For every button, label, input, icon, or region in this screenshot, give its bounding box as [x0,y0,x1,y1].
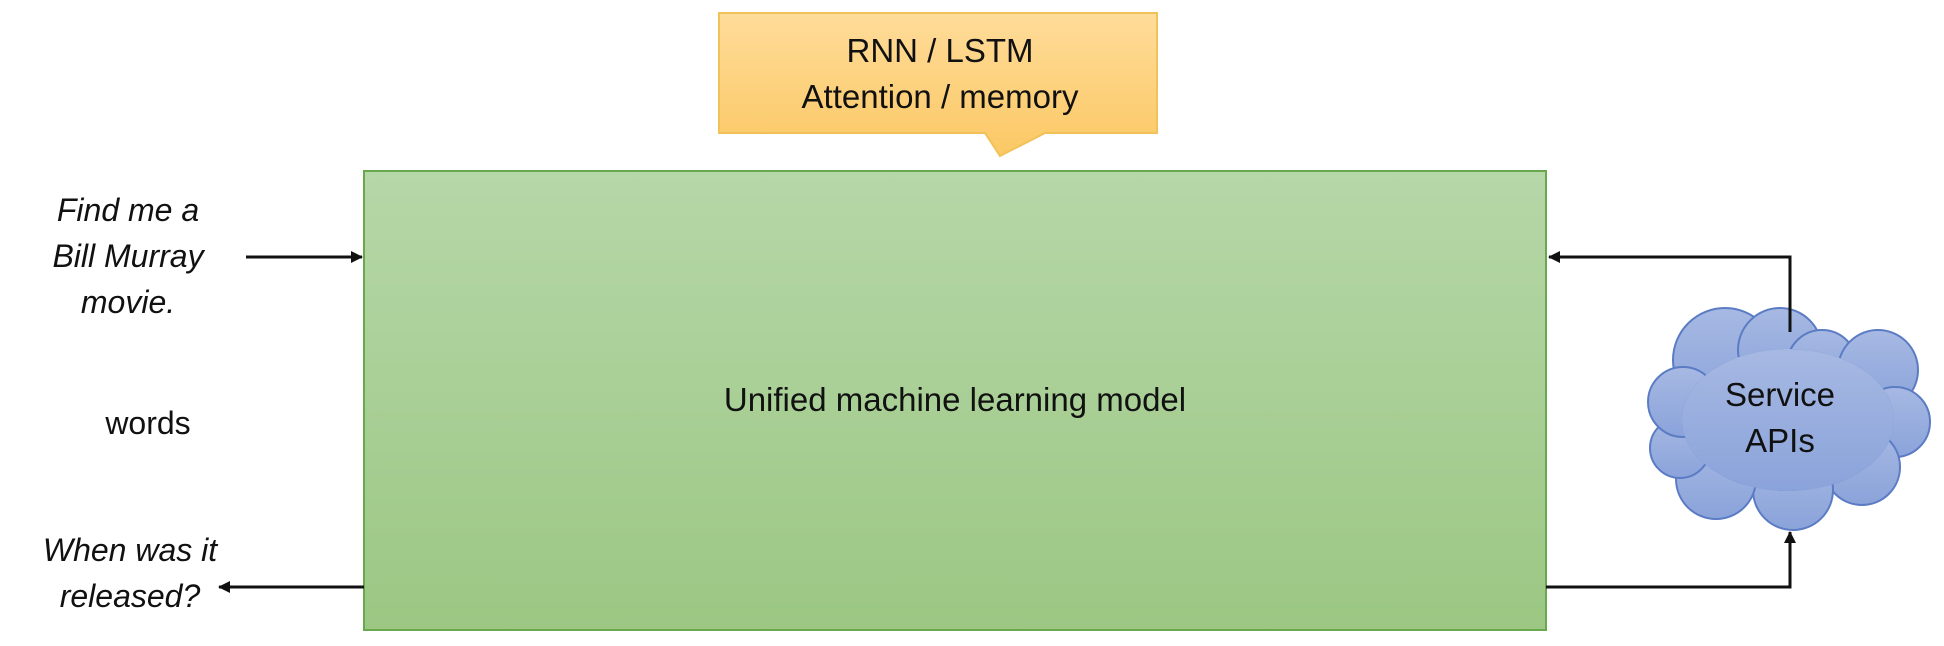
callout-line-2: Attention / memory [801,78,1079,115]
cloud-inner-fill [1682,349,1894,491]
output-query-text: When was it released? [20,527,240,619]
callout-box [718,12,1158,158]
cloud-line-2: APIs [1745,422,1815,459]
input-query-text: Find me a Bill Murray movie. [18,187,238,325]
input-query-line-3: movie. [80,284,176,320]
service-apis-cloud [1647,307,1931,531]
model-to-cloud-arrow [1546,531,1796,589]
output-query-line-1: When was it [42,532,218,568]
cloud-line-1: Service [1724,376,1836,413]
cloud-label: Service APIs [1680,372,1880,464]
model-label: Unified machine learning model [723,381,1187,418]
words-label: words [105,405,191,441]
output-query-line-2: released? [59,578,201,614]
callout-line-1: RNN / LSTM [846,32,1034,69]
input-query-line-2: Bill Murray [52,238,204,274]
callout-label: RNN / LSTM Attention / memory [720,28,1160,120]
cloud-to-model-arrow [1548,251,1792,332]
model-box [363,170,1547,631]
input-query-line-1: Find me a [56,192,200,228]
